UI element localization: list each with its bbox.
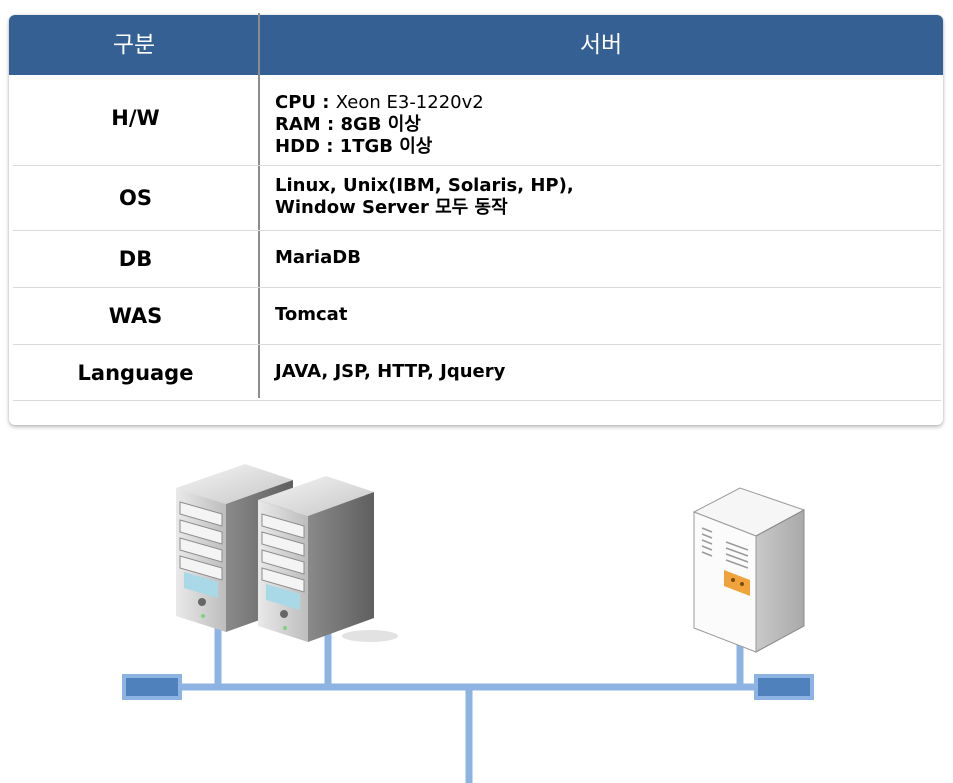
row-value: MariaDB xyxy=(275,247,361,268)
header-server: 서버 xyxy=(579,32,623,58)
row-value: JAVA, JSP, HTTP, Jquery xyxy=(275,361,506,382)
spec-line-ram: RAM : 8GB 이상 xyxy=(275,114,421,135)
header-category: 구분 xyxy=(112,32,156,58)
row-label: Language xyxy=(77,361,194,385)
tower-server-icon xyxy=(692,487,806,653)
server-spec-table: 구분 서버 H/W CPU : Xeon E3-1220v2 RAM : 8GB… xyxy=(9,13,943,425)
row-value: Tomcat xyxy=(275,304,348,325)
row-label: WAS xyxy=(108,304,163,328)
row-value: CPU : Xeon E3-1220v2 RAM : 8GB 이상 HDD : … xyxy=(275,92,484,158)
network-diagram xyxy=(122,464,814,783)
network-port-icon xyxy=(122,674,182,700)
table-row-os: OS Linux, Unix(IBM, Solaris, HP), Window… xyxy=(13,166,941,231)
table-header: 구분 서버 xyxy=(9,15,943,75)
spec-line-cpu: CPU : Xeon E3-1220v2 xyxy=(275,92,484,113)
os-line: Linux, Unix(IBM, Solaris, HP), xyxy=(275,175,574,196)
network-lines xyxy=(150,620,785,783)
spec-line-hdd: HDD : 1TGB 이상 xyxy=(275,136,433,157)
table-row-was: WAS Tomcat xyxy=(13,288,941,345)
row-label: H/W xyxy=(111,106,160,130)
table-row-db: DB MariaDB xyxy=(13,231,941,288)
row-value: Linux, Unix(IBM, Solaris, HP), Window Se… xyxy=(275,175,574,219)
rack-server-icon xyxy=(258,476,398,642)
column-divider xyxy=(258,13,260,398)
table-row-hw: H/W CPU : Xeon E3-1220v2 RAM : 8GB 이상 HD… xyxy=(13,77,941,166)
table-row-language: Language JAVA, JSP, HTTP, Jquery xyxy=(13,345,941,401)
row-label: OS xyxy=(119,186,152,210)
row-label: DB xyxy=(118,247,153,271)
os-line: Window Server 모두 동작 xyxy=(275,197,508,218)
network-port-icon xyxy=(754,674,814,700)
